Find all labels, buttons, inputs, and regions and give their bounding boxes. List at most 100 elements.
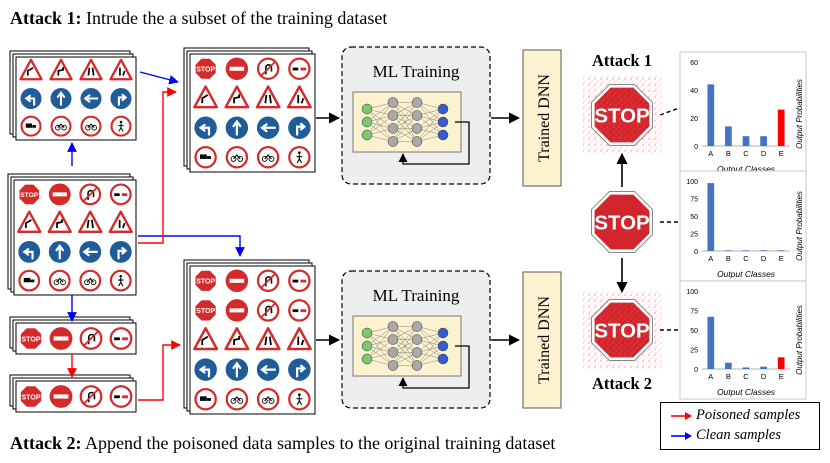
y-axis-label: Output Probabilities — [795, 79, 804, 149]
warn3-sign-icon — [78, 210, 103, 234]
svg-text:STOP: STOP — [196, 67, 215, 74]
warn4-sign-icon — [108, 210, 133, 234]
bar-C — [742, 250, 750, 251]
ring-cars-sign-icon — [109, 327, 133, 350]
flow-arrows — [67, 71, 691, 401]
nn-node — [411, 97, 423, 108]
stop-sign-icon: STOP — [18, 184, 40, 205]
ring-cars-sign-icon — [288, 57, 311, 80]
stop-text: STOP — [594, 319, 649, 342]
ring-uturn-sign-icon — [256, 269, 280, 293]
x-tick-label: B — [726, 254, 731, 263]
ring-uturn-sign-icon — [79, 327, 103, 350]
y-tick-label: 25 — [690, 348, 698, 355]
blue3-sign-icon — [256, 358, 280, 381]
y-tick-label: 20 — [690, 116, 698, 123]
x-tick-label: B — [726, 372, 731, 381]
dashed-arrow-chart1 — [659, 102, 691, 116]
x-tick-label: A — [708, 372, 713, 381]
trained-dnn-label-2: Trained DNN — [536, 296, 553, 384]
ring-uturn-sign-icon — [256, 299, 280, 322]
nn-node — [437, 340, 449, 352]
y-tick-label: 50 — [690, 214, 698, 221]
blue2-sign-icon — [225, 358, 249, 381]
nn-node — [411, 334, 423, 345]
noentry-sign-icon — [49, 327, 73, 350]
nn-node — [411, 110, 423, 121]
x-tick-label: B — [726, 149, 731, 158]
ring-person-sign-icon — [109, 269, 132, 292]
warn3-sign-icon — [255, 327, 281, 351]
nn-node — [387, 136, 399, 147]
stop-sign-icon: STOP — [20, 327, 42, 350]
legend-poisoned: Poisoned samples — [671, 407, 800, 424]
y-tick-label: 60 — [690, 60, 698, 67]
warn2-sign-icon — [224, 85, 250, 109]
blue4-sign-icon — [288, 116, 311, 139]
ring-uturn-sign-icon — [79, 183, 102, 206]
blue4-sign-icon — [109, 240, 132, 263]
neural-network-icon — [352, 315, 470, 389]
nn-node — [437, 353, 449, 365]
nn-node — [361, 340, 373, 352]
x-tick-label: A — [708, 254, 713, 263]
ring-truck-sign-icon — [194, 146, 217, 169]
ring-person-sign-icon — [288, 387, 311, 411]
nn-node — [387, 321, 399, 332]
nn-node — [387, 347, 399, 358]
trained-dnn-box-1: Trained DNN — [522, 49, 562, 187]
bar-E — [777, 357, 785, 369]
nn-node — [387, 360, 399, 371]
legend-clean: Clean samples — [671, 427, 781, 444]
clean-subset-stack: STOP — [9, 316, 137, 355]
red-arrow-icon — [671, 411, 692, 420]
warn2-sign-icon — [49, 58, 73, 81]
blue1-sign-icon — [194, 358, 217, 381]
blue3-sign-icon — [79, 240, 102, 263]
trained-dnn-label-1: Trained DNN — [536, 74, 553, 162]
warn4-sign-icon — [109, 58, 133, 81]
noentry-sign-icon — [225, 57, 249, 80]
attack2-label: Attack 2 — [592, 374, 652, 393]
ring-bike-sign-icon — [50, 115, 72, 137]
stop-text: STOP — [594, 104, 649, 127]
bar-D — [760, 136, 767, 146]
x-axis-label: Output Classes — [717, 164, 776, 174]
blue1-sign-icon — [18, 240, 41, 263]
ring-uturn-sign-icon — [79, 385, 103, 408]
neural-network-icon — [352, 91, 470, 165]
nn-node — [387, 123, 399, 134]
noentry-sign-icon — [225, 269, 249, 293]
ring-moto-sign-icon — [256, 387, 280, 411]
ring-person-sign-icon — [288, 146, 311, 169]
warn1-sign-icon — [19, 58, 43, 81]
bar-E — [777, 109, 785, 146]
svg-text:STOP: STOP — [196, 279, 215, 286]
noentry-sign-icon — [49, 385, 73, 408]
nn-node — [411, 321, 423, 332]
ml-training-label-2: ML Training — [373, 286, 460, 305]
stop-sign-attack1: STOP — [583, 76, 661, 154]
attack1-title-prefix: Attack 1: — [10, 8, 82, 28]
y-axis-label: Output Probabilities — [795, 305, 804, 375]
ring-truck-sign-icon — [18, 269, 41, 292]
bar-B — [725, 362, 732, 369]
nn-node — [411, 360, 423, 371]
bar-B — [725, 250, 732, 251]
stop-sign-icon: STOP — [194, 270, 217, 292]
warn2-sign-icon — [47, 210, 72, 234]
x-tick-label: E — [779, 254, 784, 263]
warn3-sign-icon — [255, 85, 281, 109]
ring-uturn-sign-icon — [256, 57, 280, 80]
bar-C — [742, 136, 750, 146]
bar-B — [725, 126, 732, 146]
ring-truck-sign-icon — [194, 387, 217, 411]
legend-clean-label: Clean samples — [696, 427, 781, 444]
attack1-title: Attack 1: Intrude the a subset of the tr… — [10, 8, 387, 29]
x-tick-label: E — [779, 372, 784, 381]
original-dataset-stack: STOP — [7, 173, 137, 296]
